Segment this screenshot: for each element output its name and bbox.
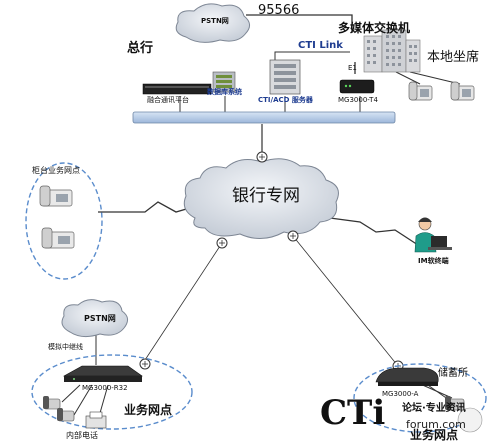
business-branch-left-label: 业务网点 xyxy=(124,403,173,417)
database-server xyxy=(212,71,236,93)
database-system-label: 数据库系统 xyxy=(207,88,242,96)
cti-acd-server xyxy=(269,59,301,95)
pstn-top-cloud xyxy=(175,3,250,43)
im-client-label: IM软终端 xyxy=(418,257,449,265)
mg3000-t4-device xyxy=(339,79,375,94)
counter-branch-label: 柜台业务网点 xyxy=(32,166,80,175)
watermark-badge xyxy=(457,407,483,433)
fusion-platform-label: 融合通讯平台 xyxy=(147,96,189,104)
business-branch-left-group xyxy=(31,354,193,430)
bank-network-label: 银行专网 xyxy=(232,186,300,206)
watermark-line2: forum.com xyxy=(406,418,466,431)
cti-acd-server-label: CTI/ACD 服务器 xyxy=(258,96,313,104)
internal-phone-label: 内部电话 xyxy=(66,431,98,440)
local-seat-phones xyxy=(408,81,475,101)
mg3000-a-label: MG3000-A xyxy=(382,390,419,398)
local-seats-label: 本地坐席 xyxy=(427,50,480,65)
multimedia-switch-label: 多媒体交换机 xyxy=(338,21,411,35)
bank-network-cloud xyxy=(183,158,339,239)
savings-label: 储蓄所 xyxy=(438,368,468,379)
hotline-number: 95566 xyxy=(258,3,300,18)
watermark-line1: 论坛·专业资讯 xyxy=(402,403,466,414)
head-office-label: 总行 xyxy=(127,41,154,56)
business-branch-right-label: 业务网点 xyxy=(410,428,459,442)
im-client-user xyxy=(414,217,452,253)
connection-lines xyxy=(61,14,467,421)
cti-link-label: CTI Link xyxy=(298,40,343,51)
fusion-platform-device xyxy=(142,83,212,95)
mg3000-t4-label: MG3000-T4 xyxy=(338,96,378,104)
counter-branch-group xyxy=(25,162,103,280)
mg3000-r32-label: MG3000-R32 xyxy=(82,384,128,392)
e1-label: E1 xyxy=(348,64,357,72)
analog-trunk-label: 模拟中继线 xyxy=(48,343,83,351)
pstn-top-label: PSTN网 xyxy=(201,17,229,25)
multimedia-switch xyxy=(363,29,421,73)
watermark-logo: CTi xyxy=(320,393,386,433)
pstn-bottom-cloud xyxy=(61,299,128,338)
pstn-bottom-label: PSTN网 xyxy=(84,314,116,323)
head-office-backbone xyxy=(132,111,396,124)
